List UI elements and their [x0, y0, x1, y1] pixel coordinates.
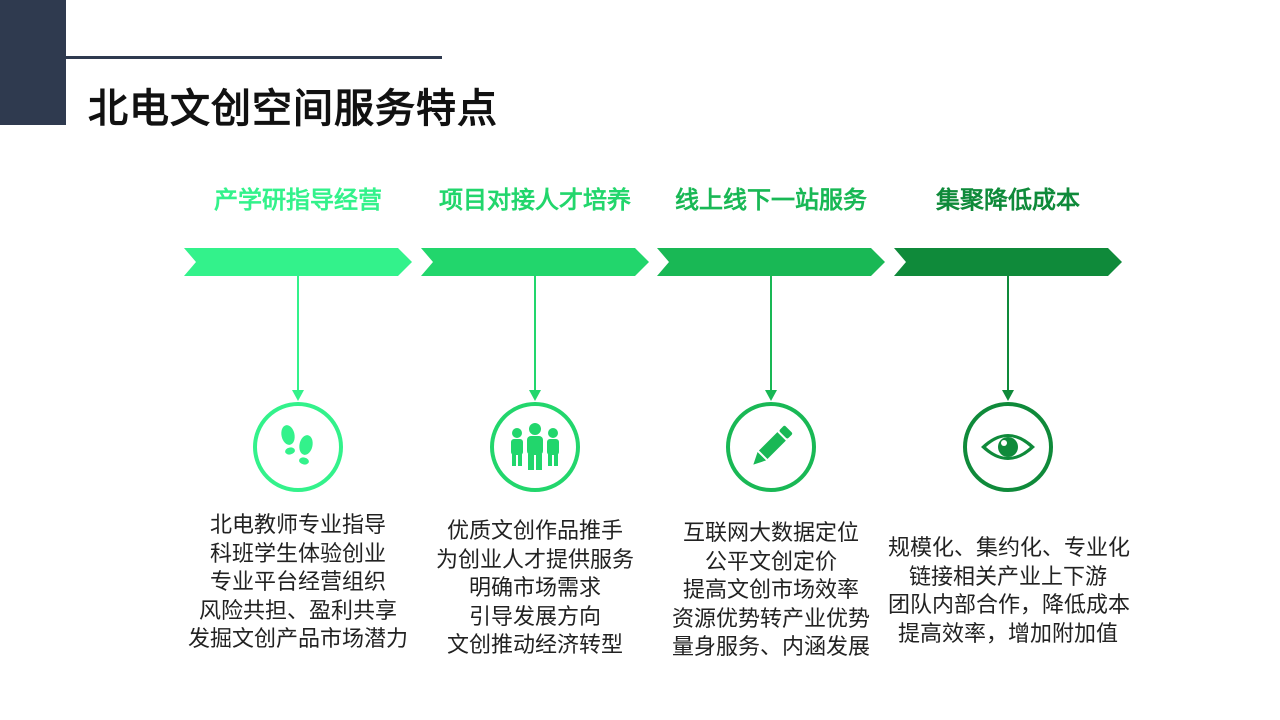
desc-line: 提高文创市场效率: [682, 578, 859, 604]
desc-line: 北电教师专业指导: [209, 513, 386, 538]
desc-line: 专业平台经营组织: [209, 570, 386, 596]
footprints-icon: [281, 425, 313, 465]
chevron-arrow: [184, 248, 412, 276]
desc-line: 公平文创定价: [704, 549, 837, 575]
desc-line: 引导发展方向: [468, 604, 601, 630]
desc-line: 发掘文创产品市场潜力: [187, 627, 408, 653]
step-column-2: 项目对接人才培养 优质文创作品推手 为创业人才提供服务 明确市场需求 引导发展方…: [415, 0, 655, 720]
step-heading: 产学研指导经营: [214, 186, 382, 214]
corner-accent-block: [0, 0, 66, 125]
desc-line: 文创推动经济转型: [446, 633, 623, 659]
icon-circle: [253, 402, 343, 492]
people-group-icon: [511, 423, 559, 470]
desc-line: 优质文创作品推手: [446, 519, 623, 544]
desc-line: 规模化、集约化、专业化: [888, 536, 1131, 561]
chevron-arrow: [421, 248, 649, 276]
step-column-4: 集聚降低成本 规模化、集约化、专业化 链接相关产业上下游 团队内部合作，降低成本…: [888, 0, 1131, 720]
desc-line: 团队内部合作，降低成本: [888, 593, 1131, 619]
desc-line: 提高效率，增加附加值: [897, 621, 1118, 647]
desc-line: 量身服务、内涵发展: [671, 635, 870, 661]
desc-line: 互联网大数据定位: [682, 521, 859, 546]
step-description: 规模化、集约化、专业化 链接相关产业上下游 团队内部合作，降低成本 提高效率，增…: [888, 535, 1131, 649]
step-description: 优质文创作品推手 为创业人才提供服务 明确市场需求 引导发展方向 文创推动经济转…: [415, 518, 655, 661]
step-description: 北电教师专业指导 科班学生体验创业 专业平台经营组织 风险共担、盈利共享 发掘文…: [178, 512, 418, 655]
desc-line: 风险共担、盈利共享: [198, 598, 397, 624]
icon-circle: [726, 402, 816, 492]
step-description: 互联网大数据定位 公平文创定价 提高文创市场效率 资源优势转产业优势 量身服务、…: [651, 520, 891, 663]
title-rule: [66, 56, 442, 59]
desc-line: 为创业人才提供服务: [435, 547, 634, 573]
chevron-arrow: [894, 248, 1122, 276]
step-column-3: 线上线下一站服务 互联网大数据定位 公平文创定价 提高文创市场效率 资源优势转产…: [651, 0, 891, 720]
eye-icon: [981, 434, 1035, 460]
desc-line: 链接相关产业上下游: [908, 564, 1107, 590]
step-heading: 集聚降低成本: [936, 186, 1080, 214]
icon-circle: [490, 402, 580, 492]
desc-line: 科班学生体验创业: [209, 541, 386, 567]
pencil-icon: [753, 425, 793, 465]
desc-line: 明确市场需求: [468, 576, 601, 602]
step-heading: 线上线下一站服务: [675, 186, 867, 214]
icon-circle: [963, 402, 1053, 492]
desc-line: 资源优势转产业优势: [671, 606, 870, 632]
page-title: 北电文创空间服务特点: [88, 86, 498, 132]
step-column-1: 产学研指导经营 北电教师专业指导 科班学生体验创业 专业平台经营组织 风险共担、…: [178, 0, 418, 720]
chevron-arrow: [657, 248, 885, 276]
step-heading: 项目对接人才培养: [439, 186, 631, 214]
